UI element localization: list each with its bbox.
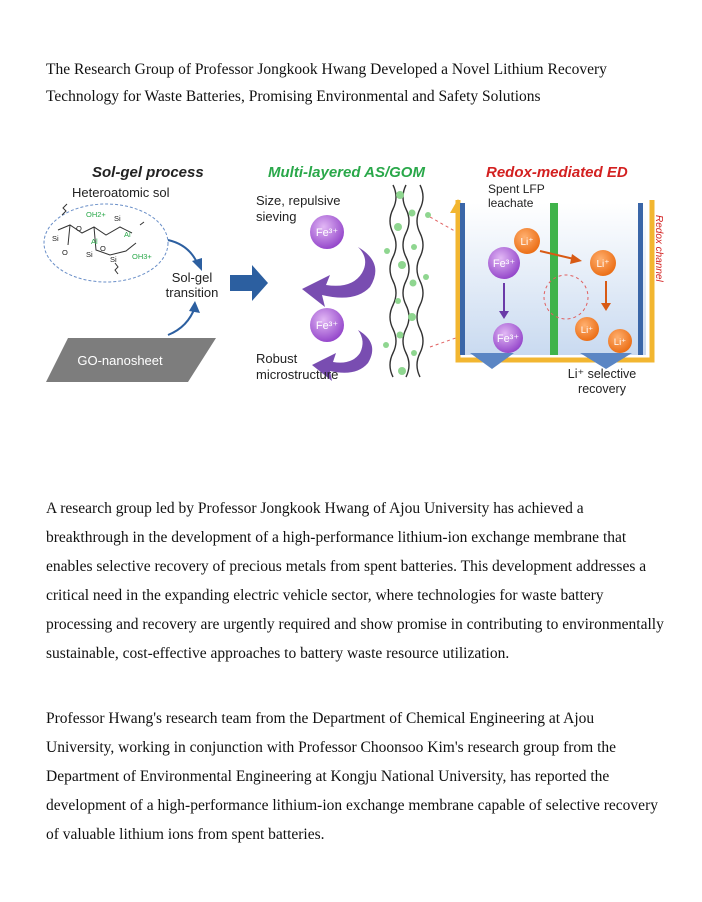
figure-svg: Sol-gel process Heteroatomic sol Si O Al… [43,164,664,396]
arrow-head-icon [499,311,509,319]
robust-label-2: microstructure [256,367,338,382]
sol-heading: Heteroatomic sol [72,185,170,200]
svg-text:Si: Si [110,255,117,264]
redox-frame [455,200,655,363]
li-ion-label: Li⁺ [520,237,533,248]
redox-channel-label: Redox channel [653,215,664,282]
article-paragraph: A research group led by Professor Jongko… [46,500,664,662]
fe-ion [488,247,520,279]
li-ion-label: Li⁺ [581,325,593,336]
left-electrode [460,203,465,355]
sol-gel-heading: Sol-gel process [92,164,204,181]
arrow-head-icon [192,258,202,271]
recovery-label-1: Li⁺ selective [568,367,636,381]
article-title: The Research Group of Professor Jongkook… [46,61,607,105]
fe-ion-bottom [310,308,344,342]
figure-schematic: Sol-gel process Heteroatomic sol Si O Al… [40,155,665,405]
fe-ion-label: Fe³⁺ [493,258,516,270]
svg-text:Si: Si [114,214,121,223]
process-arrow-icon [230,265,268,301]
zoom-circle [543,274,589,320]
fe-ion-reduced [493,323,523,353]
go-nanosheet-label: GO-nanosheet [77,353,163,368]
svg-text:Si: Si [86,250,93,259]
li-ion-label: Li⁺ [614,337,626,348]
svg-text:O: O [62,248,68,257]
arrow-head-icon [601,303,611,311]
transition-label-2: transition [166,285,219,300]
li-ion-label: Li⁺ [596,259,609,270]
leachate-label-1: Spent LFP [488,182,545,196]
membrane-layers [389,184,424,378]
svg-text:OH2+: OH2+ [86,210,106,219]
outflow-arrow-icon [470,353,514,369]
leachate-label-2: leachate [488,196,534,210]
fe-ion-label: Fe³⁺ [497,333,520,345]
sol-ellipse [43,203,169,283]
svg-text:OH3+: OH3+ [132,252,152,261]
svg-text:Al: Al [124,230,131,239]
fe-ion-top [310,215,344,249]
membrane-heading: Multi-layered AS/GOM [268,164,425,181]
membrane-particles [383,191,431,375]
li-ion [575,317,599,341]
svg-text:O: O [100,244,106,253]
svg-text:Si: Si [52,234,59,243]
recovery-label-2: recovery [578,382,627,396]
rejection-arrow-icon [302,247,376,307]
arrow-head-icon [570,254,582,264]
svg-text:Al: Al [91,237,98,246]
li-transfer-arrow [539,250,575,260]
fe-ion-label: Fe³⁺ [316,320,339,332]
outflow-arrow-icon [580,353,632,369]
robust-label-1: Robust [256,351,298,366]
sieving-label-2: sieving [256,209,296,224]
right-electrode [638,203,643,355]
molecule-labels: Si O Al Si Al Si Si OH2+ OH3+ O O [52,210,152,264]
molecule-structure [57,203,145,275]
redox-heading: Redox-mediated ED [486,164,628,181]
arrow-head-icon [189,301,200,313]
svg-text:O: O [76,224,82,233]
go-nanosheet-shape [46,338,216,382]
li-ion [514,228,540,254]
rejection-arrow-icon [312,330,373,381]
article-paragraph: Professor Hwang's research team from the… [46,710,658,843]
li-ion [608,329,632,353]
li-ion [590,250,616,276]
transition-label-1: Sol-gel [172,270,213,285]
fe-ion-label: Fe³⁺ [316,227,339,239]
sieving-label-1: Size, repulsive [256,193,341,208]
